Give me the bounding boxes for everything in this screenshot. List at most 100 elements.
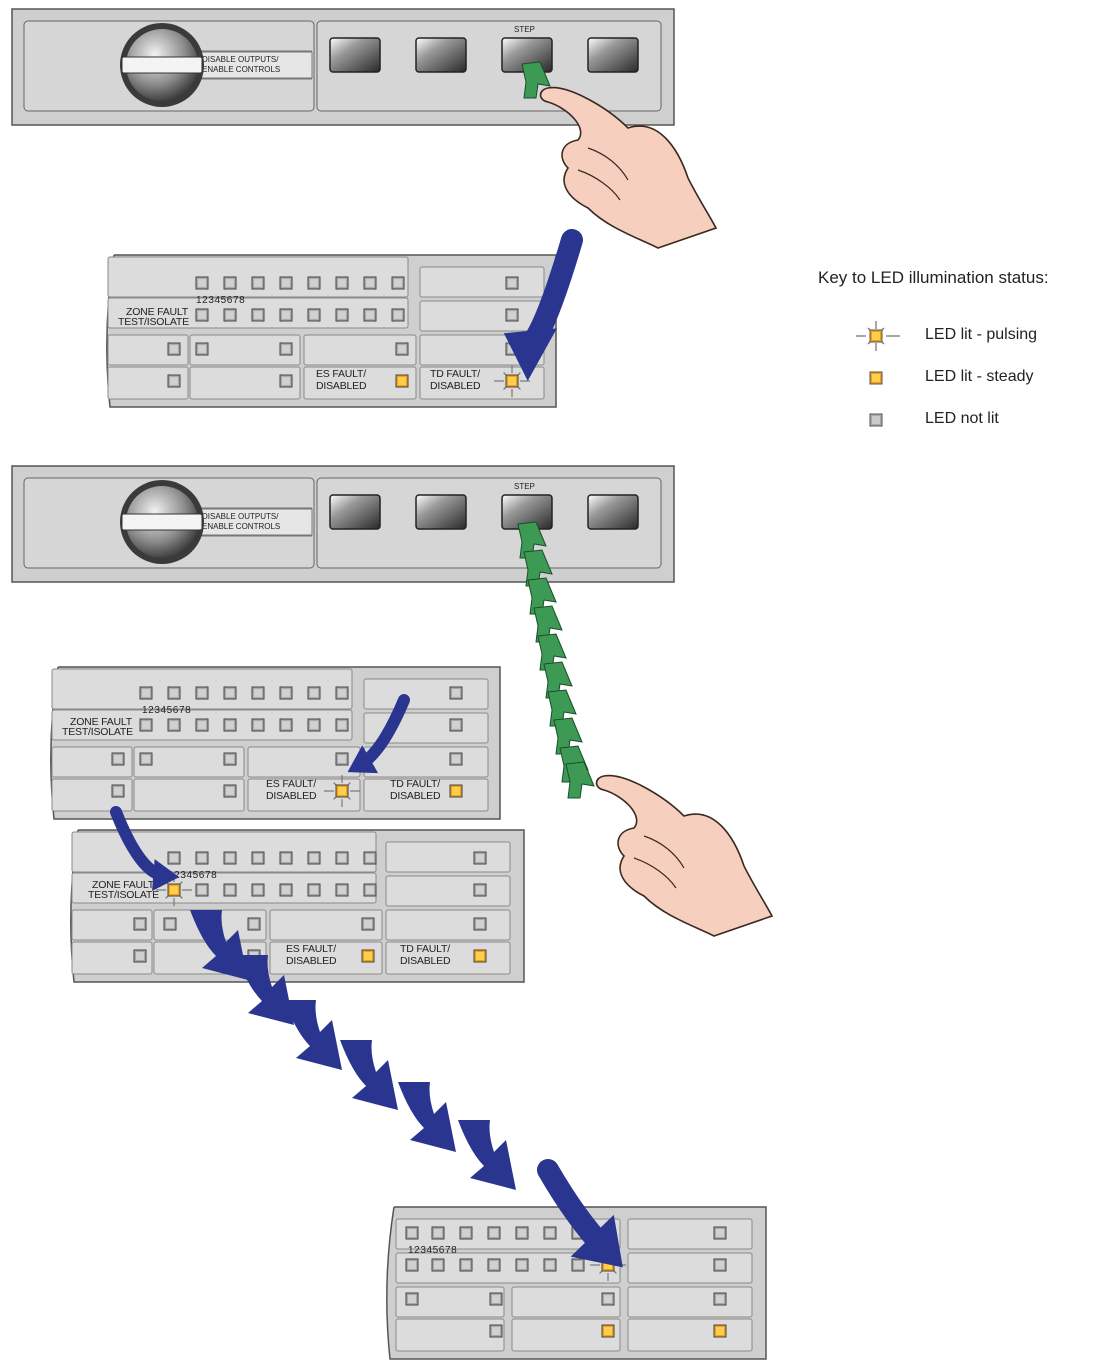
led-face (170, 721, 178, 729)
blue-chevron-arrow (284, 1000, 342, 1070)
led-face (170, 886, 178, 894)
chevron-shape (284, 1000, 342, 1070)
green-step-chevron (565, 761, 595, 799)
panel-cell (269, 909, 383, 941)
led-off (335, 883, 349, 897)
led-off (279, 276, 293, 290)
panel-text: 12345678 (196, 295, 245, 306)
green-chevron-shape (565, 761, 595, 799)
panel-cell (511, 1286, 621, 1318)
led-face (254, 279, 262, 287)
led-off (405, 1226, 419, 1240)
led-off (335, 752, 349, 766)
panel-button (329, 494, 381, 530)
led-face (170, 854, 178, 862)
key-slot (121, 56, 203, 74)
led-face (452, 755, 460, 763)
led-face (476, 854, 484, 862)
panel-cell (303, 366, 417, 400)
led-face (716, 1327, 724, 1335)
led-off (167, 851, 181, 865)
led-off (133, 917, 147, 931)
led-pulsing-icon (856, 321, 900, 351)
led-off (195, 883, 209, 897)
led-off (487, 1258, 501, 1272)
led-face (198, 689, 206, 697)
led-face (366, 279, 374, 287)
led-face (254, 854, 262, 862)
led-face (452, 787, 460, 795)
led-off (307, 308, 321, 322)
blue-chevron-arrow (190, 910, 248, 980)
led-face (282, 311, 290, 319)
panel-cell (395, 1286, 505, 1318)
led-off (223, 851, 237, 865)
led-face (282, 345, 290, 353)
panel-button (587, 494, 639, 530)
led-face (604, 1327, 612, 1335)
led-face (338, 886, 346, 894)
led-face (282, 886, 290, 894)
panel-text: 12345678 (142, 705, 191, 716)
keyswitch-label: ENABLE CONTROLS (202, 65, 280, 74)
led-off (223, 308, 237, 322)
panel-cell (395, 1318, 505, 1352)
led-steady (395, 374, 409, 388)
led-off (335, 851, 349, 865)
led-face (492, 1295, 500, 1303)
pointing-hand-icon (595, 774, 774, 937)
keyswitch-label: DISABLE OUTPUTS/ (202, 512, 279, 521)
led-off (195, 308, 209, 322)
led-steady (361, 949, 375, 963)
pointing-hand-icon (539, 86, 718, 249)
led-face (254, 721, 262, 729)
led-off (195, 851, 209, 865)
led-face (490, 1261, 498, 1269)
led-face (198, 721, 206, 729)
green-step-chevron (521, 61, 551, 99)
led-off (167, 342, 181, 356)
led-face (434, 1261, 442, 1269)
panel-text: ES FAULT/ (316, 368, 366, 380)
blue-step-arrow (503, 229, 583, 381)
led-off (391, 308, 405, 322)
led-off (543, 1226, 557, 1240)
keyswitch-label-box (197, 508, 313, 536)
led-off (505, 276, 519, 290)
panel-cell (395, 1252, 621, 1284)
led-face (226, 311, 234, 319)
arrow-head (503, 328, 557, 381)
led-off (395, 342, 409, 356)
panel-cell (71, 909, 153, 941)
panel-text: DISABLED (400, 955, 451, 967)
led-face (282, 377, 290, 385)
led-off (449, 752, 463, 766)
led-steady (473, 949, 487, 963)
panel-button (329, 37, 381, 73)
led-off (459, 1226, 473, 1240)
led-face (310, 854, 318, 862)
panel-button (415, 494, 467, 530)
led-off (335, 686, 349, 700)
panel-text: ES FAULT/ (286, 943, 336, 955)
led-off (713, 1292, 727, 1306)
led-face (198, 854, 206, 862)
led-face (250, 920, 258, 928)
panel-text: DISABLED (266, 790, 317, 802)
panel-cell (385, 909, 511, 941)
led-off (139, 718, 153, 732)
led-off (195, 342, 209, 356)
led-face (226, 787, 234, 795)
led-face (366, 311, 374, 319)
led-face (310, 886, 318, 894)
blue-step-arrow (537, 1159, 623, 1268)
led-face (310, 689, 318, 697)
blue-chevron-arrow (458, 1120, 516, 1190)
led-off (223, 718, 237, 732)
led-face (462, 1261, 470, 1269)
led-off (449, 686, 463, 700)
led-off (279, 851, 293, 865)
led-face (338, 755, 346, 763)
panel-button (415, 37, 467, 73)
